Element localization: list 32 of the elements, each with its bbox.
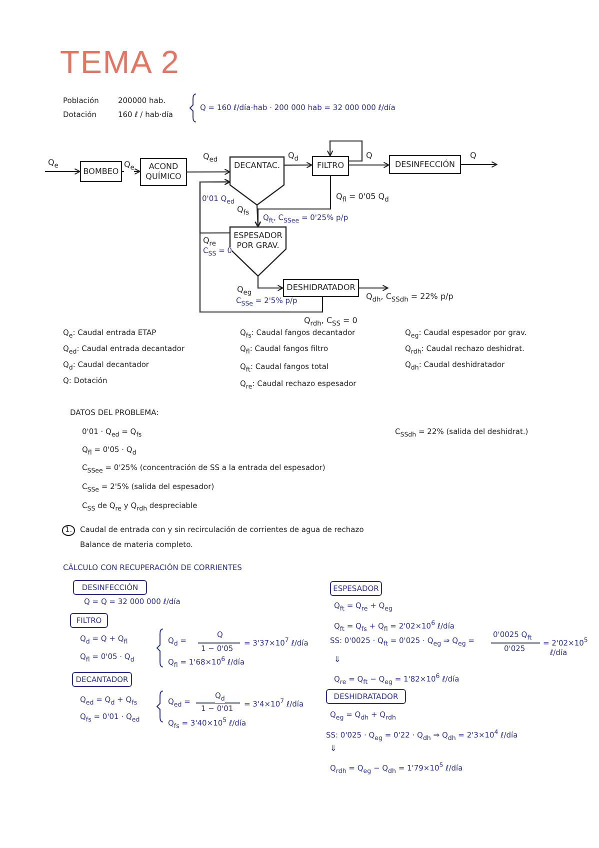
edge-label: Q$_{ed}$: [203, 152, 218, 164]
process-box: FILTRO: [312, 156, 349, 176]
edge-label: Q$_{e}$: [48, 158, 58, 170]
process-box: DESINFECCIÓN: [389, 155, 461, 174]
edge-label: Q$_{dh}$, C$_{SSdh}$ = 22% p/p: [366, 292, 454, 304]
flow-arrow: [349, 162, 390, 168]
edge-label: Q$_{rdh}$, C$_{SS}$ = 0: [304, 316, 358, 328]
process-box: DESHIDRATADOR: [283, 279, 359, 297]
edge-label: Q$_{d}$: [288, 151, 299, 164]
edge-label: Q$_{e}$: [124, 160, 134, 172]
flow-arrow: [284, 162, 312, 168]
edge-label: Q$_{fl}$ = 0'05 Q$_{d}$: [336, 192, 389, 204]
page-title: TEMA 2: [60, 44, 180, 81]
flow-arrow: [359, 284, 388, 292]
flow-arrow: [257, 276, 284, 292]
flow-arrow: [45, 168, 80, 175]
equation-text: ⇓: [330, 744, 337, 754]
edge-label: Q$_{fs}$: [237, 205, 250, 218]
edge-label: Q$_{eg}$: [237, 285, 252, 298]
flow-arrow: [122, 168, 140, 175]
flow-arrow: [187, 168, 230, 176]
flow-arrow: [461, 161, 498, 168]
flow-arrow: [254, 204, 261, 228]
edge-label: Q: [470, 151, 476, 160]
flow-arrow: [199, 178, 324, 313]
process-box: BOMBEO: [80, 161, 122, 182]
equation-text: ⇓: [334, 655, 341, 664]
process-box: ACOND QUÍMICO: [140, 158, 187, 186]
edge-label: Q: [366, 151, 372, 160]
flow-arrow: [326, 140, 363, 162]
hopper-tank: ESPESADOR POR GRAV.: [230, 227, 286, 276]
edge-label: Q$_{re}$: [203, 236, 216, 248]
